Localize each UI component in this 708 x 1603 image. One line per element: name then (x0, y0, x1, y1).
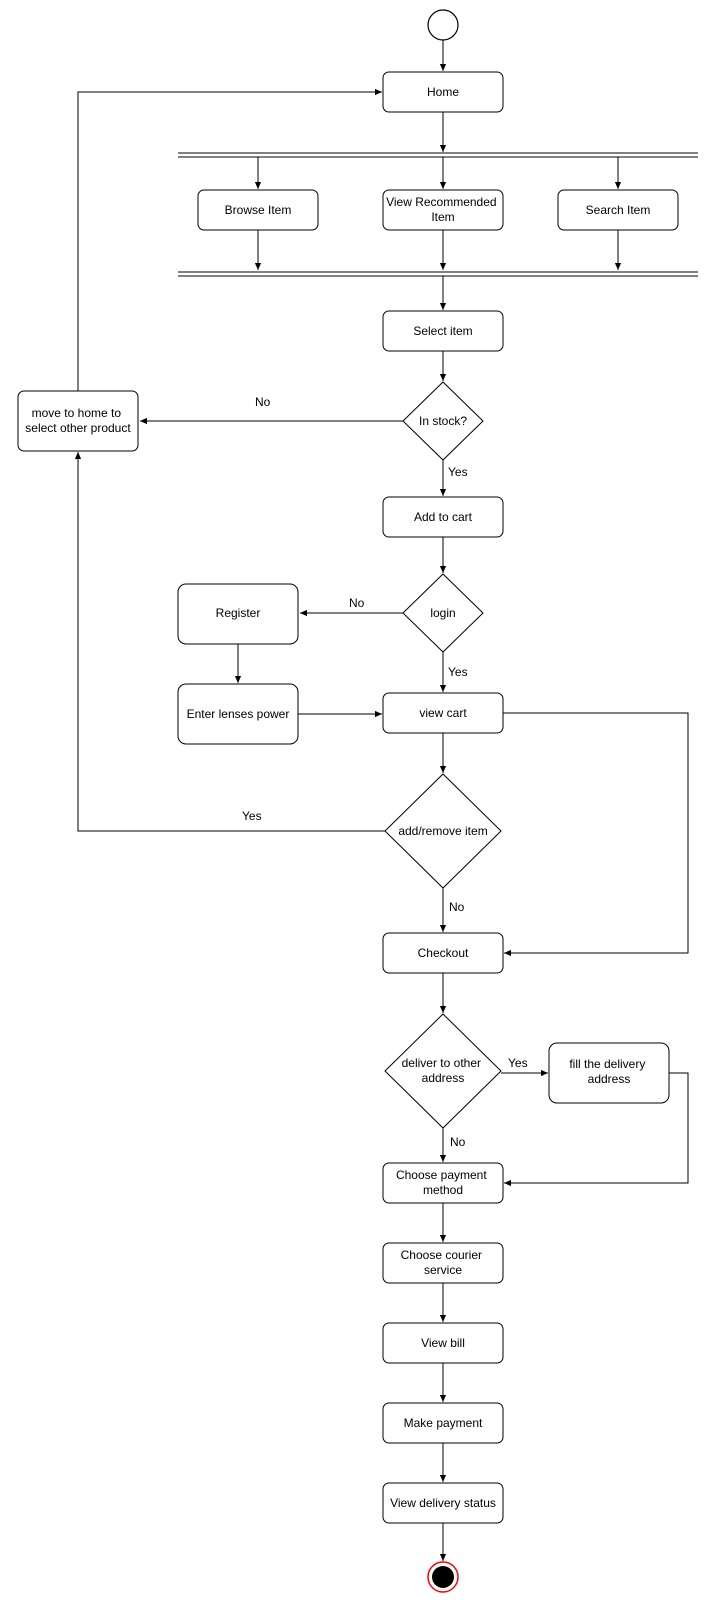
deliver-other-address-line-2: address (422, 1071, 465, 1085)
login-decision: login (402, 573, 484, 653)
in-stock-decision: In stock? (402, 381, 484, 461)
choose-payment-line-1: Choose payment (396, 1168, 487, 1182)
fill-delivery-line-2: address (588, 1072, 631, 1086)
checkout-label: Checkout (418, 946, 469, 960)
login-no-label: No (349, 596, 365, 610)
fork-bar (178, 152, 698, 158)
enter-lenses-power-label: Enter lenses power (187, 707, 290, 721)
view-bill-node: View bill (382, 1322, 504, 1364)
add-to-cart-label: Add to cart (414, 510, 473, 524)
add-remove-item-decision: add/remove item (384, 773, 502, 889)
view-delivery-status-label: View delivery status (390, 1496, 496, 1510)
view-recommended-item-node: View Recommended Item (382, 189, 504, 231)
choose-courier-line-1: Choose courier (401, 1248, 482, 1262)
make-payment-label: Make payment (404, 1416, 483, 1430)
add-remove-no-label: No (449, 900, 465, 914)
view-bill-label: View bill (421, 1336, 465, 1350)
fill-delivery-line-1: fill the delivery (569, 1057, 645, 1071)
choose-courier-line-2: service (424, 1263, 462, 1277)
browse-item-node: Browse Item (197, 189, 319, 231)
make-payment-node: Make payment (382, 1402, 504, 1444)
view-recommended-line-1: View Recommended (386, 195, 497, 209)
login-yes-label: Yes (448, 665, 468, 679)
view-recommended-item-label: View Recommended Item (386, 195, 500, 224)
search-item-node: Search Item (557, 189, 679, 231)
login-label: login (430, 606, 455, 620)
browse-item-label: Browse Item (225, 203, 292, 217)
fill-delivery-address-node: fill the delivery address (548, 1042, 670, 1104)
home-label: Home (427, 85, 459, 99)
checkout-node: Checkout (382, 932, 504, 974)
choose-courier-service-node: Choose courier service (382, 1242, 504, 1284)
select-item-label: Select item (413, 324, 472, 338)
in-stock-label: In stock? (419, 414, 467, 428)
in-stock-yes-label: Yes (448, 465, 468, 479)
deliver-yes-label: Yes (508, 1056, 528, 1070)
register-node: Register (177, 583, 299, 645)
end-node (427, 1561, 459, 1593)
view-cart-node: view cart (382, 692, 504, 734)
home-node: Home (382, 71, 504, 113)
join-bar (178, 271, 698, 277)
move-to-home-line-2: select other product (25, 421, 131, 435)
register-label: Register (216, 606, 261, 620)
choose-payment-method-label: Choose payment method (396, 1168, 490, 1197)
move-to-home-node: move to home to select other product (17, 390, 139, 452)
view-recommended-line-2: Item (431, 210, 454, 224)
deliver-other-address-decision: deliver to other address (384, 1013, 502, 1129)
deliver-no-label: No (450, 1135, 466, 1149)
add-remove-item-label: add/remove item (398, 824, 487, 838)
fill-delivery-address-label: fill the delivery address (569, 1057, 648, 1086)
move-to-home-label: move to home to select other product (25, 406, 131, 435)
choose-payment-method-node: Choose payment method (382, 1162, 504, 1204)
view-cart-label: view cart (419, 706, 467, 720)
search-item-label: Search Item (586, 203, 651, 217)
deliver-other-address-line-1: deliver to other (402, 1056, 481, 1070)
add-to-cart-node: Add to cart (382, 496, 504, 538)
start-node (427, 9, 459, 41)
enter-lenses-power-node: Enter lenses power (177, 683, 299, 745)
move-to-home-line-1: move to home to (32, 406, 122, 420)
choose-courier-service-label: Choose courier service (401, 1248, 486, 1277)
choose-payment-line-2: method (423, 1183, 463, 1197)
view-delivery-status-node: View delivery status (382, 1482, 504, 1524)
select-item-node: Select item (382, 310, 504, 352)
add-remove-yes-label: Yes (242, 809, 262, 823)
in-stock-no-label: No (255, 395, 271, 409)
deliver-other-address-label: deliver to other address (402, 1056, 485, 1085)
